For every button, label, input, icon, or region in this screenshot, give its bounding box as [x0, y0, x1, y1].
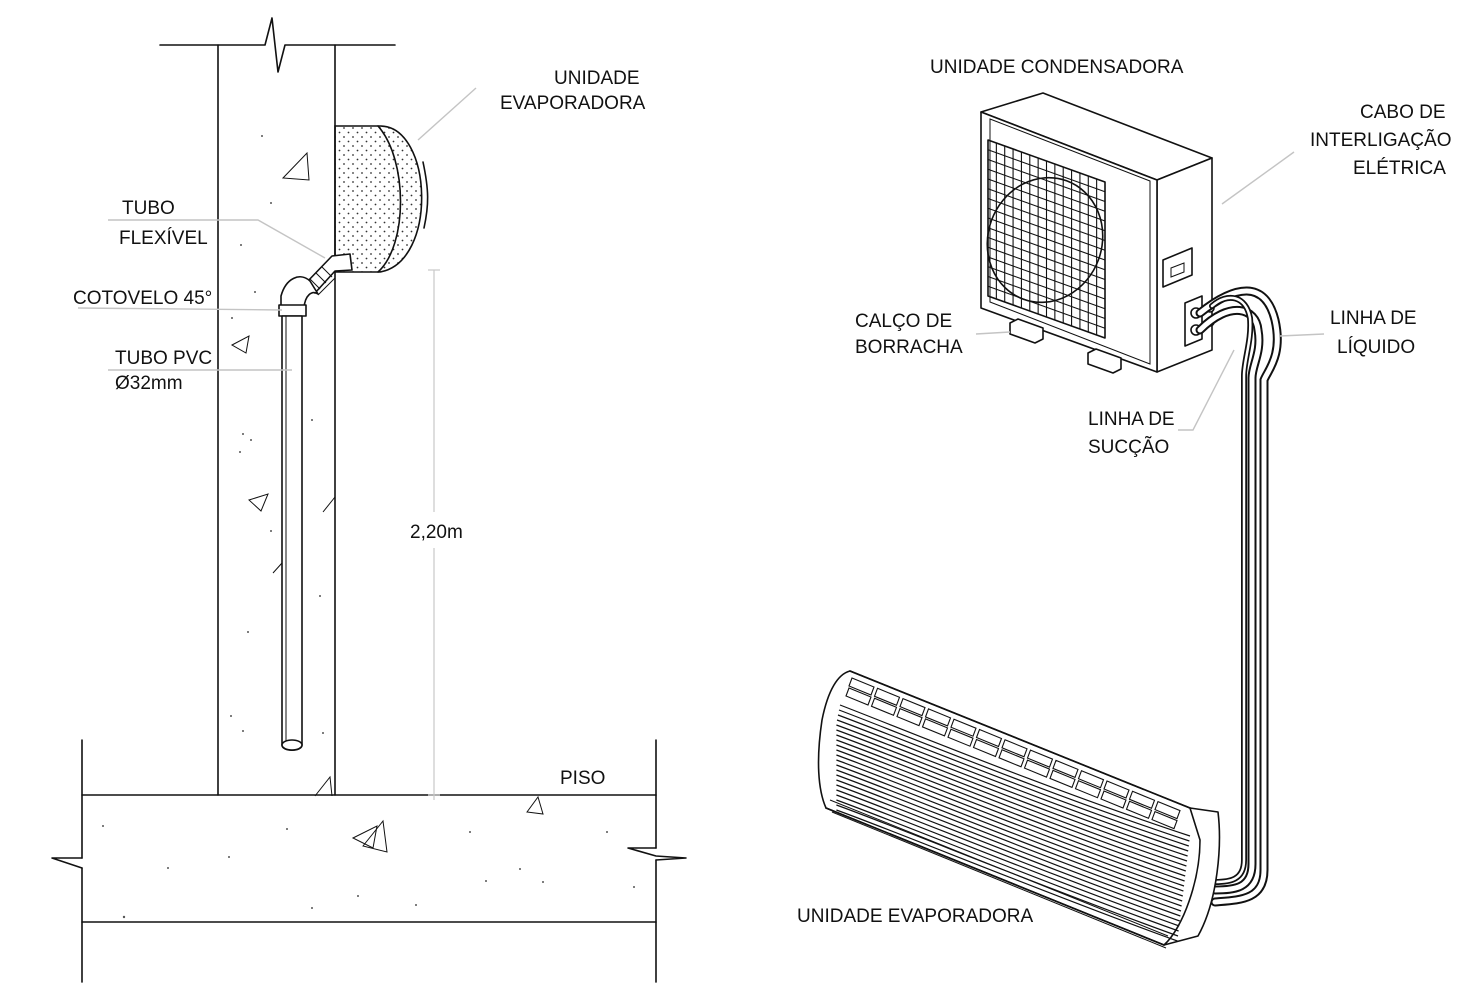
- grille-slot: [924, 708, 952, 727]
- evaporator-side-view: [334, 125, 429, 273]
- evaporator-unit: [817, 670, 1221, 949]
- louver-line: [836, 809, 1178, 942]
- louver-line: [836, 744, 1186, 877]
- louver-line: [836, 784, 1181, 917]
- floor-slab: [51, 739, 687, 983]
- grille-slot: [1074, 779, 1102, 799]
- floor-label: PISO: [560, 768, 605, 789]
- flex-tube-label-line1: TUBO: [122, 198, 175, 219]
- grille-bar-horizontal: [987, 256, 1106, 300]
- grille-slot: [1001, 739, 1028, 758]
- evaporator-louvers: [836, 704, 1191, 942]
- grille-slot: [848, 677, 875, 696]
- grille-slot: [1077, 769, 1105, 789]
- pvc-tube-label-line2: Ø32mm: [115, 373, 183, 394]
- grille-slot: [870, 697, 898, 717]
- grille-bar-horizontal: [987, 149, 1106, 193]
- rubber-pad-label-line1: CALÇO DE: [855, 311, 952, 332]
- louver-line: [837, 714, 1189, 847]
- grille-bar-horizontal: [987, 168, 1106, 212]
- grille-bar-horizontal: [987, 207, 1106, 251]
- grille-slot: [1049, 769, 1076, 789]
- height-dimension: 2,20m: [410, 269, 463, 800]
- grille-bar-horizontal: [987, 285, 1106, 329]
- pvc-tube-label-line1: TUBO PVC: [115, 348, 212, 369]
- grille-slot: [873, 687, 901, 707]
- drain-piping: [278, 253, 353, 752]
- grille-slot: [972, 738, 1000, 758]
- grille-slot: [1154, 800, 1181, 820]
- evaporator-label-line1: UNIDADE: [554, 68, 640, 89]
- louver-line: [836, 724, 1188, 857]
- grille-slot: [845, 687, 872, 706]
- elbow-label: COTOVELO 45°: [73, 288, 212, 309]
- louver-line: [836, 794, 1180, 927]
- louver-line: [836, 729, 1188, 862]
- grille-slot: [921, 718, 949, 737]
- louver-line: [836, 804, 1179, 937]
- grille-slot: [998, 749, 1025, 768]
- grille-slot: [1052, 759, 1079, 779]
- louver-line: [838, 709, 1190, 842]
- condenser-label: UNIDADE CONDENSADORA: [930, 57, 1184, 78]
- cable-label-line1: CABO DE: [1360, 102, 1446, 123]
- grille-slot: [1026, 749, 1054, 768]
- section-leaders: [77, 87, 477, 371]
- section-view: 2,20m UNIDADE EVAPORADORA TUBO FLEXÍVEL …: [51, 17, 687, 983]
- louver-line: [836, 719, 1189, 852]
- grille-slot: [975, 728, 1003, 748]
- height-label: 2,20m: [410, 522, 463, 543]
- louver-line: [836, 789, 1181, 922]
- flex-tube-label-line2: FLEXÍVEL: [119, 228, 208, 249]
- grille-bar-horizontal: [987, 197, 1106, 242]
- liquid-line-label-line2: LÍQUIDO: [1337, 337, 1415, 358]
- grille-bar-horizontal: [987, 236, 1106, 281]
- fan-grille: [986, 139, 1106, 339]
- grille-bar-horizontal: [987, 227, 1106, 271]
- louver-line: [836, 769, 1183, 902]
- evaporator-label-line2: EVAPORADORA: [500, 93, 646, 114]
- suction-line-label-line2: SUCÇÃO: [1088, 436, 1169, 458]
- cable-label-line2: INTERLIGAÇÃO: [1310, 129, 1451, 151]
- grille-slot: [1125, 800, 1153, 820]
- grille-slot: [1023, 759, 1051, 778]
- grille-slot: [899, 697, 926, 717]
- grille-bar-horizontal: [987, 158, 1106, 203]
- grille-slot: [1103, 780, 1130, 799]
- grille-slot: [950, 718, 977, 737]
- grille-slot: [947, 728, 974, 747]
- louver-line: [839, 704, 1191, 837]
- isometric-view: UNIDADE CONDENSADORA CABO DE INTERLIGAÇÃ…: [797, 57, 1451, 949]
- evaporator-grille: [845, 677, 1181, 830]
- cable-label-line3: ELÉTRICA: [1353, 158, 1446, 179]
- louver-line: [836, 799, 1179, 932]
- louver-line: [836, 739, 1186, 872]
- suction-line-label-line1: LINHA DE: [1088, 409, 1175, 430]
- rubber-pad-label-line2: BORRACHA: [855, 337, 963, 358]
- louver-line: [836, 764, 1183, 897]
- grille-bar-horizontal: [987, 217, 1106, 261]
- condenser-unit: [980, 92, 1215, 374]
- louver-line: [836, 759, 1184, 892]
- louver-line: [836, 754, 1185, 887]
- grille-slot: [896, 707, 923, 727]
- refrigerant-lines: [1195, 286, 1282, 907]
- grille-bar-horizontal: [987, 266, 1106, 310]
- louver-line: [836, 774, 1182, 907]
- grille-slot: [1100, 790, 1127, 809]
- louver-line: [836, 749, 1185, 882]
- louver-line: [836, 779, 1182, 912]
- grille-slot: [1151, 810, 1178, 830]
- louver-line: [836, 734, 1187, 867]
- grille-slot: [1128, 790, 1156, 810]
- iso-leaders: [975, 151, 1325, 431]
- grille-bar-horizontal: [987, 178, 1106, 222]
- liquid-line-label-line1: LINHA DE: [1330, 308, 1417, 329]
- grille-bar-horizontal: [987, 275, 1106, 320]
- evaporator-label: UNIDADE EVAPORADORA: [797, 906, 1033, 927]
